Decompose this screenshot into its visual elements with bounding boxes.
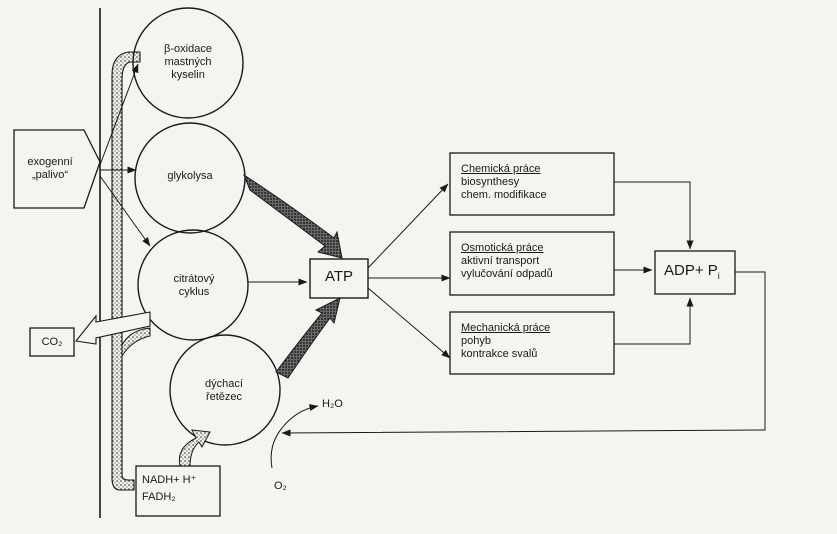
glycolysis-label: glykolysa [167, 170, 213, 182]
co2-arrow [74, 311, 151, 345]
mechanical-work-text: Mechanická práce pohyb kontrakce svalů [461, 322, 551, 360]
exogenous-fuel-label: exogenní„palivo“ [27, 156, 73, 181]
beta-oxidation-circle [132, 7, 244, 119]
reducing-equivalents-band [111, 51, 141, 491]
glycolysis-atp-arrow [242, 173, 343, 259]
o2-label: O₂ [274, 480, 287, 492]
atp-label: ATP [324, 268, 354, 285]
chemical-work-text: Chemická práce biosynthesy chem. modifik… [461, 163, 547, 201]
osmotic-work-text: Osmotická práce aktivní transport vylučo… [461, 242, 553, 280]
co2-box [29, 327, 75, 357]
respiratory-atp-arrow [275, 297, 341, 379]
h2o-label: H₂O [322, 398, 343, 410]
respiratory-chain-circle [169, 334, 281, 446]
mechanical-work-box [449, 311, 615, 375]
chemical-work-box [449, 152, 615, 216]
adp-label: ADP+ Pi [664, 262, 720, 281]
nadh-label: NADH+ H⁺FADH₂ [142, 474, 197, 503]
nadh-box [135, 465, 221, 517]
exogenous-fuel-shape [13, 129, 101, 209]
band-branch-cycle [121, 327, 151, 358]
co2-label: CO₂ [41, 336, 63, 348]
citrate-cycle-circle [137, 229, 249, 341]
osmotic-work-box [449, 231, 615, 296]
